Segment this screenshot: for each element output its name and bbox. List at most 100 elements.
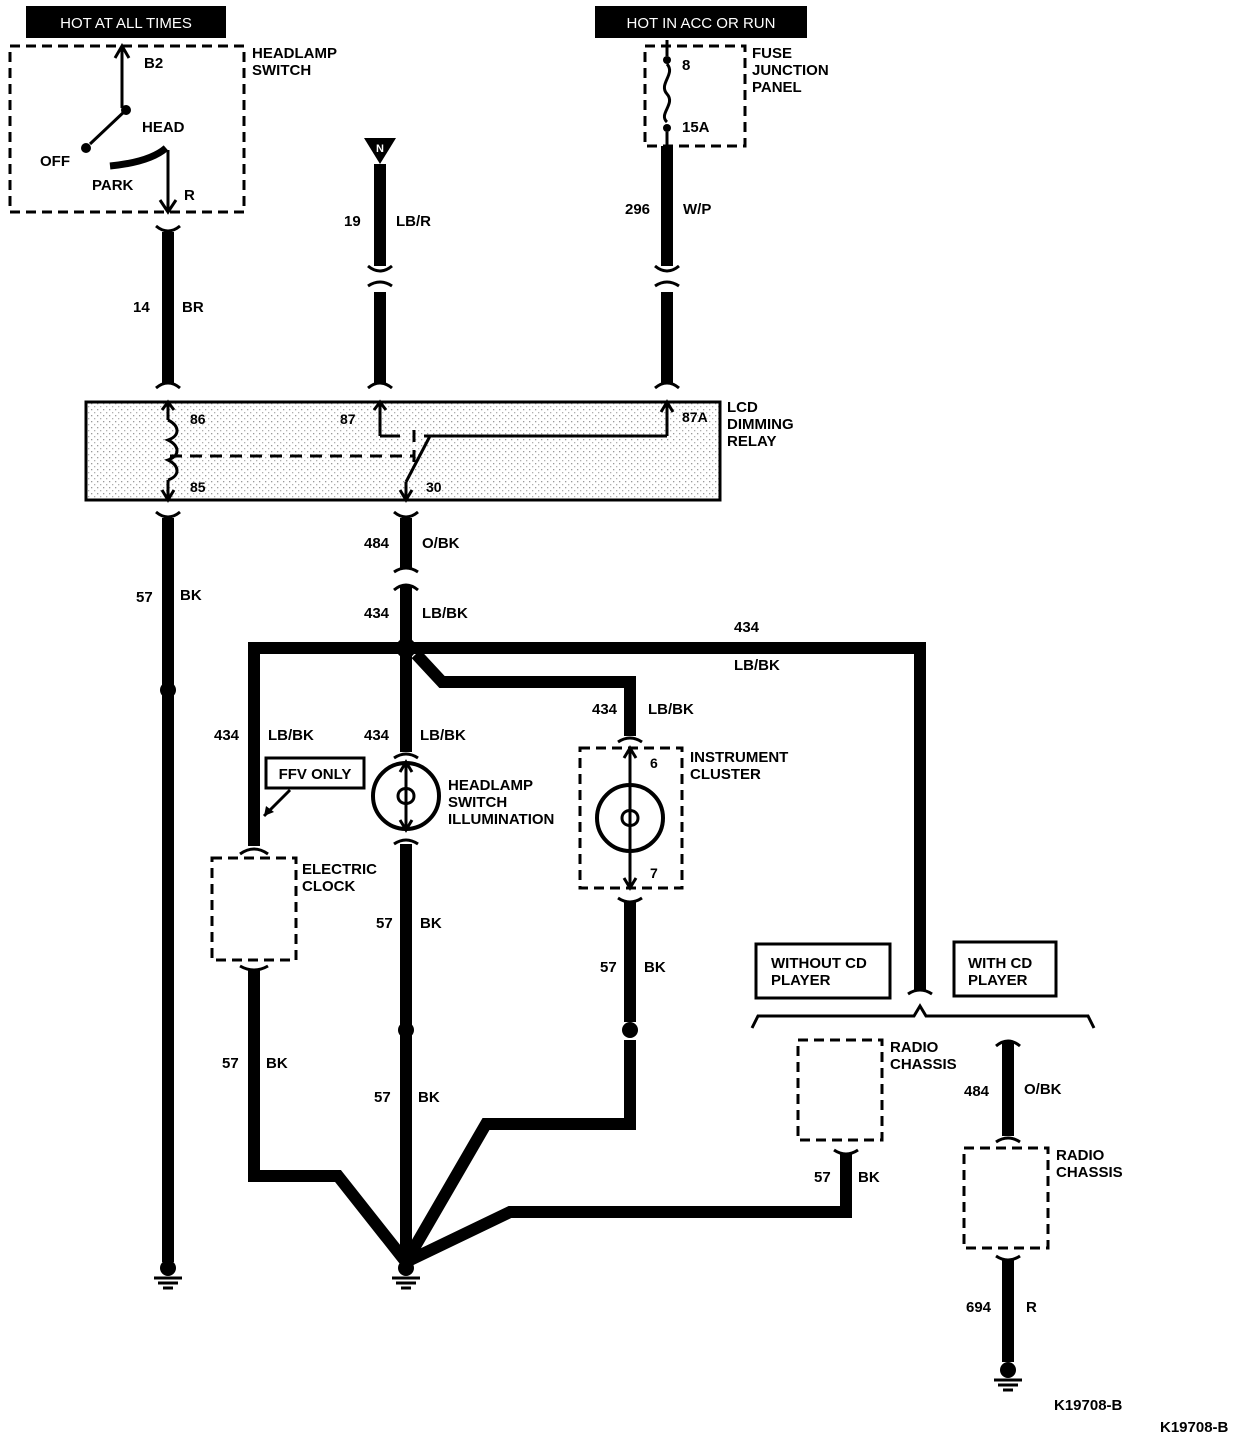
instrument-cluster-title: INSTRUMENT CLUSTER	[690, 749, 793, 783]
wire-296-circuit: 296	[625, 201, 650, 218]
fuse-junction-panel-title: FUSE JUNCTION PANEL	[752, 45, 833, 96]
headlamp-switch-title: HEADLAMP SWITCH	[252, 45, 341, 79]
hs-illum-title-line3: ILLUMINATION	[448, 811, 554, 828]
wire-14-color: BR	[182, 299, 204, 316]
headlamp-switch-title-line2: SWITCH	[252, 62, 311, 79]
switch-off-label: OFF	[40, 153, 70, 170]
instrument-cluster: 6 7	[578, 745, 684, 891]
relay-pin-85: 85	[190, 479, 206, 495]
radio-chassis-2-line2: CHASSIS	[1056, 1164, 1123, 1181]
fuse-junction-panel: 8 15A	[643, 40, 747, 148]
wire-57-left-color: BK	[180, 587, 202, 604]
upper-wiring	[155, 146, 680, 390]
wire-434-main-circuit: 434	[364, 605, 390, 622]
radio-chassis-with-cd-title: RADIO CHASSIS	[1056, 1147, 1123, 1181]
relay-title-line3: RELAY	[727, 433, 776, 450]
radio-chassis-without-cd	[796, 1038, 884, 1142]
wire-434-hs-circuit: 434	[364, 727, 390, 744]
hs-illum-title-line1: HEADLAMP	[448, 777, 533, 794]
wire-57-center-circuit: 57	[374, 1089, 391, 1106]
wire-694-circuit: 694	[966, 1299, 992, 1316]
wire-57-left-circuit: 57	[136, 589, 153, 606]
relay-title-line1: LCD	[727, 399, 758, 416]
switch-r-label: R	[184, 187, 195, 204]
wire-434-right-circuit: 434	[734, 619, 760, 636]
hot-at-all-times-header: HOT AT ALL TIMES	[26, 6, 226, 38]
lcd-dimming-relay: 86 87 87A 85 30	[84, 399, 722, 503]
ignition-reference-letter: N	[376, 143, 384, 155]
fuse-panel-title-line1: FUSE	[752, 45, 792, 62]
wire-434-clock-circuit: 434	[214, 727, 240, 744]
relay-title-line2: DIMMING	[727, 416, 794, 433]
ignition-reference-flag: N	[364, 138, 396, 164]
wire-57-hs-circuit: 57	[376, 915, 393, 932]
ffv-only-text: FFV ONLY	[279, 766, 352, 783]
with-cd-line1: WITH CD	[968, 955, 1032, 972]
radio-chassis-2-line1: RADIO	[1056, 1147, 1105, 1164]
hot-at-all-times-text: HOT AT ALL TIMES	[60, 15, 192, 32]
headlamp-switch-title-line1: HEADLAMP	[252, 45, 337, 62]
without-cd-line2: PLAYER	[771, 972, 831, 989]
headlamp-switch: B2 HEAD OFF PARK R	[8, 43, 246, 215]
without-cd-title: WITHOUT CD PLAYER	[771, 955, 871, 989]
relay-pin-87: 87	[340, 411, 356, 427]
wire-57-ic-circuit: 57	[600, 959, 617, 976]
ic-title-line1: INSTRUMENT	[690, 749, 788, 766]
wire-57-clock-circuit: 57	[222, 1055, 239, 1072]
radio-chassis-without-cd-title: RADIO CHASSIS	[890, 1039, 957, 1073]
fuse-panel-title-line2: JUNCTION	[752, 62, 829, 79]
figure-id-outer: K19708-B	[1160, 1419, 1229, 1436]
switch-b2-label: B2	[144, 55, 163, 72]
wire-484-radio-circuit: 484	[964, 1083, 990, 1100]
wire-296-color: W/P	[683, 201, 711, 218]
switch-head-label: HEAD	[142, 119, 185, 136]
wire-434-ic-circuit: 434	[592, 701, 618, 718]
ic-title-line2: CLUSTER	[690, 766, 761, 783]
with-cd-line2: PLAYER	[968, 972, 1028, 989]
without-cd-player-box: WITHOUT CD PLAYER	[754, 942, 892, 1000]
wire-484-radio-color: O/BK	[1024, 1081, 1062, 1098]
fuse-number-label: 8	[682, 57, 690, 74]
relay-pin-30: 30	[426, 479, 442, 495]
wire-434-main-color: LB/BK	[422, 605, 468, 622]
cluster-pin-7: 7	[650, 865, 658, 881]
cluster-pin-6: 6	[650, 755, 658, 771]
with-cd-title: WITH CD PLAYER	[968, 955, 1036, 989]
wire-434-clock-color: LB/BK	[268, 727, 314, 744]
relay-pin-87a: 87A	[682, 409, 708, 425]
electric-clock-title: ELECTRIC CLOCK	[302, 861, 381, 895]
wire-57-radio-color: BK	[858, 1169, 880, 1186]
electric-clock	[210, 856, 298, 962]
wire-434-hs-color: LB/BK	[420, 727, 466, 744]
wire-57-hs-color: BK	[420, 915, 442, 932]
figure-id-inner: K19708-B	[1054, 1397, 1123, 1414]
wire-484-relay-circuit: 484	[364, 535, 390, 552]
wire-14-circuit: 14	[133, 299, 150, 316]
ffv-only-callout: FFV ONLY	[262, 756, 366, 818]
fuse-panel-title-line3: PANEL	[752, 79, 802, 96]
center-ground-wiring	[239, 838, 859, 1290]
relay-pin-86: 86	[190, 411, 206, 427]
option-bracket	[750, 1003, 1096, 1029]
switch-park-label: PARK	[92, 177, 134, 194]
wire-57-center-color: BK	[418, 1089, 440, 1106]
radio-chassis-with-cd	[962, 1039, 1050, 1392]
lcd-dimming-relay-title: LCD DIMMING RELAY	[727, 399, 798, 450]
wire-19-circuit: 19	[344, 213, 361, 230]
fuse-rating-label: 15A	[682, 119, 710, 136]
clock-title-line1: ELECTRIC	[302, 861, 377, 878]
clock-title-line2: CLOCK	[302, 878, 355, 895]
without-cd-line1: WITHOUT CD	[771, 955, 867, 972]
headlamp-switch-illumination-title: HEADLAMP SWITCH ILLUMINATION	[448, 777, 554, 828]
hot-in-acc-or-run-header: HOT IN ACC OR RUN	[595, 6, 807, 38]
with-cd-player-box: WITH CD PLAYER	[952, 940, 1058, 998]
hot-in-acc-or-run-text: HOT IN ACC OR RUN	[627, 15, 776, 32]
wire-19-color: LB/R	[396, 213, 431, 230]
wire-57-radio-circuit: 57	[814, 1169, 831, 1186]
illumination-bus	[239, 510, 933, 996]
wire-57-ic-color: BK	[644, 959, 666, 976]
radio-chassis-1-line1: RADIO	[890, 1039, 939, 1056]
wire-434-right-color: LB/BK	[734, 657, 780, 674]
wire-434-ic-color: LB/BK	[648, 701, 694, 718]
